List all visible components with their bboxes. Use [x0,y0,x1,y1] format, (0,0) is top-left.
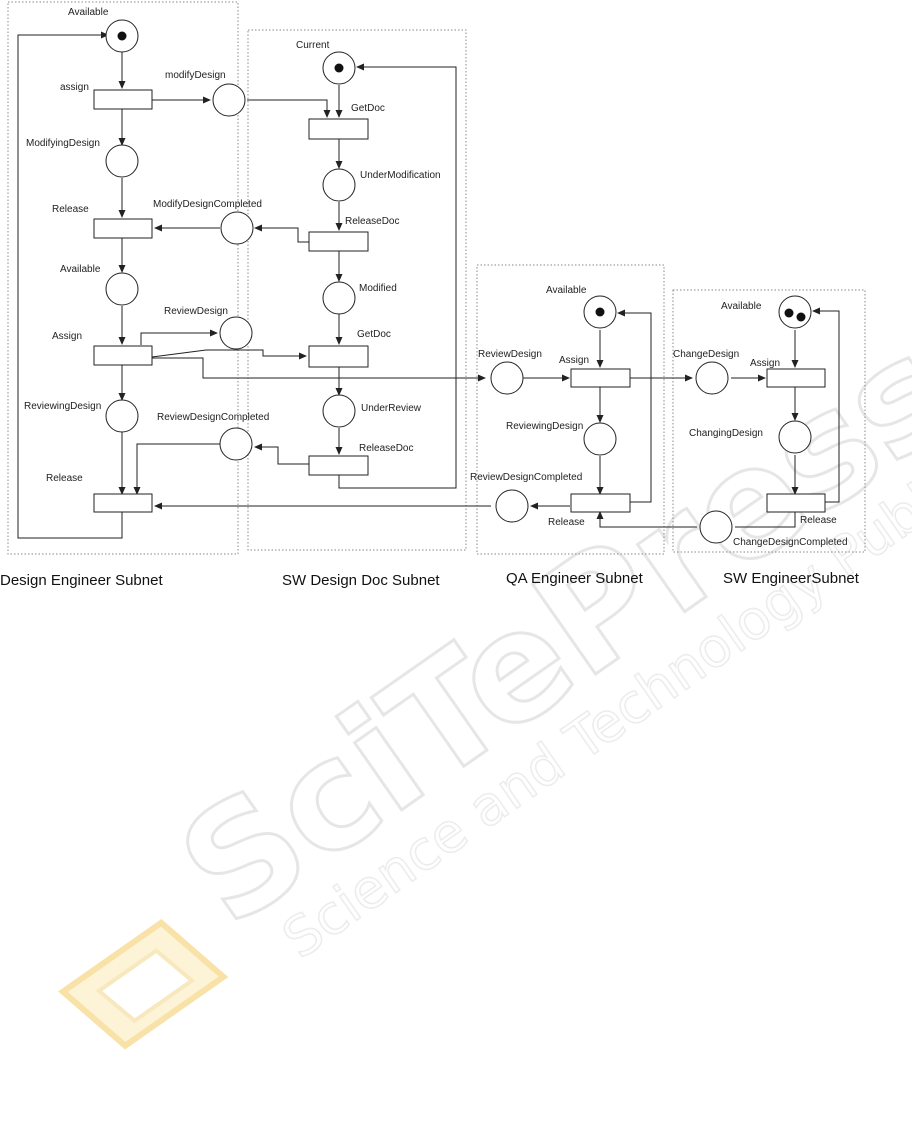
tokens [117,31,806,322]
transition-sw-release [766,493,826,513]
label-transition: Release [52,204,89,215]
place-qa-reviewdesigncompleted [495,489,529,523]
place-qa-reviewingdesign [583,422,617,456]
label-transition: Assign [750,358,780,369]
place-design-reviewdesigncompleted [219,427,253,461]
label-place: modifyDesign [165,70,226,81]
label-place: ReviewDesignCompleted [157,412,269,423]
label-transition: GetDoc [357,329,391,340]
label-transition: ReleaseDoc [359,443,413,454]
transition-qa-assign [570,368,631,388]
label-transition: assign [60,82,89,93]
arc [735,512,796,528]
token [784,308,794,318]
places [105,19,812,544]
label-place: Available [546,285,587,296]
token [117,31,127,41]
arc [140,329,218,345]
token [796,312,806,322]
transitions [93,89,826,513]
label-transition: Release [548,517,585,528]
place-qa-reviewdesign [490,361,524,395]
subnet-title-qa-engineer: QA Engineer Subnet [506,570,644,587]
arc [617,309,652,503]
place-doc-underreview [322,394,356,428]
label-transition: GetDoc [351,103,385,114]
arc [247,99,331,118]
label-place: ReviewDesignCompleted [470,472,582,483]
transition-sw-assign [766,368,826,388]
transition-doc-getdoc-2 [308,345,369,368]
token [595,307,605,317]
subnet-title-sw-engineer: SW EngineerSubnet [723,570,860,587]
label-place: ChangingDesign [689,428,763,439]
arc [133,443,220,495]
transition-qa-release [570,493,631,513]
label-transition: Release [46,473,83,484]
place-design-modifydesigncompleted [220,211,254,245]
transition-design-assign-2 [93,345,153,366]
arc [151,349,307,360]
arc [152,357,486,382]
arc [254,224,309,243]
label-place: ModifyDesignCompleted [153,199,262,210]
arc [17,31,123,539]
place-design-modifyingdesign [105,144,139,178]
labels: Available assign modifyDesign ModifyingD… [24,7,848,548]
arc [338,63,457,489]
sw-design-doc-boundary [247,29,467,551]
label-transition: ReleaseDoc [345,216,399,227]
transition-design-release-2 [93,493,153,513]
subnet-titles: Design Engineer Subnet SW Design Doc Sub… [0,570,860,589]
subnet-title-sw-design-doc: SW Design Doc Subnet [282,572,440,589]
label-place: Current [296,40,330,51]
place-design-available-2 [105,272,139,306]
token [334,63,344,73]
subnet-title-design-engineer: Design Engineer Subnet [0,572,163,589]
place-sw-available [778,295,812,329]
label-place: Modified [359,283,397,294]
label-place: ModifyingDesign [26,138,100,149]
transition-doc-releasedoc [308,231,369,252]
watermark-main-text: SciTePress [151,303,912,960]
label-transition: Assign [559,355,589,366]
place-design-modifydesign [212,83,246,117]
label-place: ReviewingDesign [506,421,583,432]
arc [596,511,697,528]
transition-doc-releasedoc-2 [308,455,369,476]
arcs [17,31,840,539]
label-place: UnderModification [360,170,441,181]
place-doc-modified [322,281,356,315]
transition-doc-getdoc [308,118,369,140]
transition-design-release [93,218,153,239]
place-sw-changedesigncompleted [699,510,733,544]
label-place: ReviewDesign [478,349,542,360]
label-place: Available [68,7,109,18]
subnet-boundaries [7,1,866,555]
arc [812,307,840,503]
label-place: UnderReview [361,403,422,414]
arc [254,443,309,465]
place-design-reviewingdesign [105,399,139,433]
label-place: ChangeDesign [673,349,739,360]
label-place: ReviewingDesign [24,401,101,412]
label-place: ReviewDesign [164,306,228,317]
place-sw-changingdesign [778,420,812,454]
place-sw-changedesign [695,361,729,395]
label-place: Available [721,301,762,312]
watermark-logo [58,919,229,1050]
place-design-reviewdesign [219,316,253,350]
label-place: ChangeDesignCompleted [733,537,848,548]
label-place: Available [60,264,101,275]
place-doc-undermodification [322,168,356,202]
label-transition: Assign [52,331,82,342]
sw-engineer-boundary [672,289,866,553]
design-engineer-boundary [7,1,239,555]
label-transition: Release [800,515,837,526]
transition-design-assign [93,89,153,110]
